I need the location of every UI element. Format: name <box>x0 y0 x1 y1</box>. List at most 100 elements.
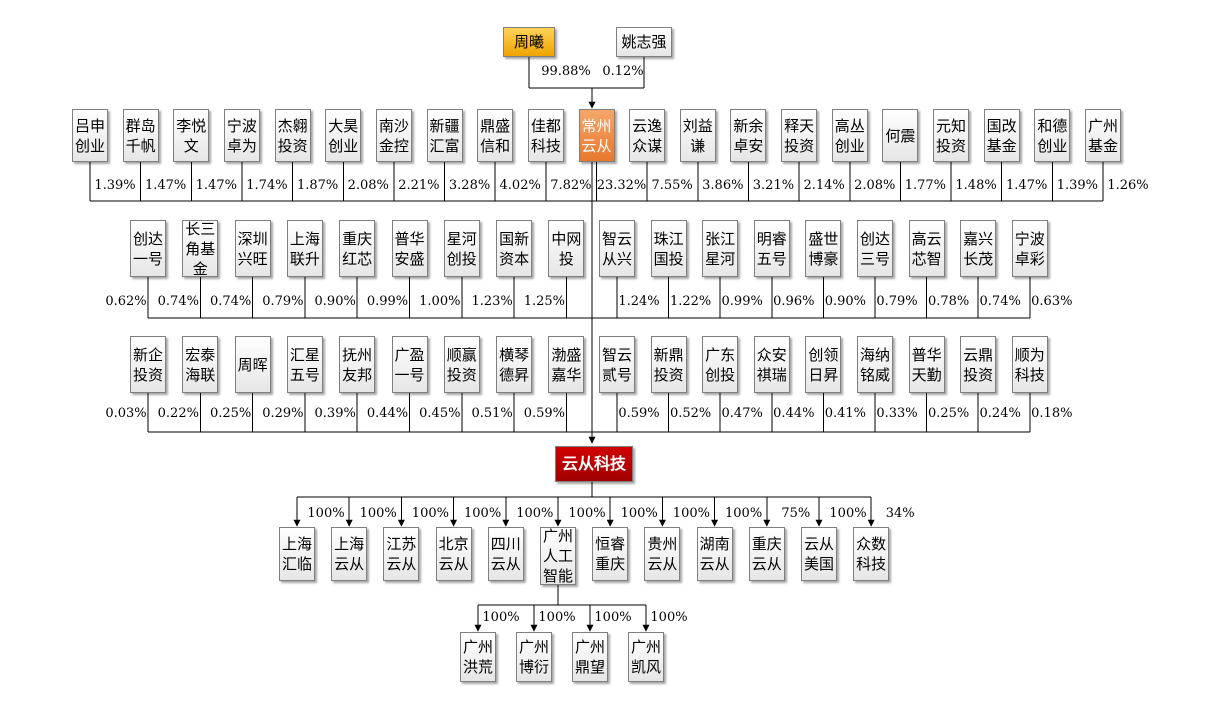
ownership-percentage: 1.87% <box>296 178 339 193</box>
entity-name: 杰翱 投资 <box>277 116 308 155</box>
sub-subsidiary-box: 广州 博衍 <box>516 632 552 682</box>
entity-name: 广州 凯风 <box>630 638 661 676</box>
entity-name: 宁波 卓彩 <box>1014 229 1045 268</box>
shareholder-box: 高云 芯智 <box>908 220 945 277</box>
ownership-percentage: 0.79% <box>262 294 304 309</box>
entity-name: 重庆 红芯 <box>342 229 373 268</box>
entity-name: 云从 美国 <box>803 535 834 573</box>
shareholder-box: 佳都 科技 <box>527 109 564 162</box>
ownership-percentage: 1.48% <box>955 178 997 193</box>
entity-name: 深圳 兴旺 <box>237 229 268 268</box>
entity-name: 明睿 五号 <box>756 229 787 268</box>
ownership-percentage: 0.99% <box>366 294 409 309</box>
shareholder-box: 周晖 <box>234 336 271 393</box>
ownership-percentage: 100% <box>568 506 606 521</box>
entity-name: 广州 鼎望 <box>574 638 605 676</box>
ownership-percentage: 4.02% <box>499 178 541 193</box>
sub-subsidiary-box: 广州 洪荒 <box>460 632 496 682</box>
shareholder-box: 和德 创业 <box>1034 109 1071 162</box>
ownership-percentage: 0.62% <box>105 294 147 309</box>
entity-name: 广州 基金 <box>1087 116 1118 155</box>
ownership-percentage: 100% <box>516 506 554 521</box>
shareholder-box: 周曦 <box>503 27 555 57</box>
entity-name: 横琴 德昇 <box>499 345 530 384</box>
entity-name: 上海 联升 <box>289 229 320 268</box>
entity-name: 周晖 <box>237 355 268 374</box>
entity-name: 智云 贰号 <box>601 345 632 384</box>
entity-name: 新余 卓安 <box>733 116 764 155</box>
ownership-percentage: 100% <box>482 610 520 625</box>
ownership-percentage: 0.22% <box>157 406 199 421</box>
shareholder-box: 创达 一号 <box>130 220 166 277</box>
sub-subsidiary-box: 广州 凯风 <box>628 632 664 682</box>
entity-name: 大昊 创业 <box>328 116 359 155</box>
ownership-percentage: 0.78% <box>927 294 970 309</box>
shareholder-box: 刘益 谦 <box>679 109 716 162</box>
entity-name: 广州 博衍 <box>518 638 549 676</box>
entity-name: 宁波 卓为 <box>226 116 257 155</box>
shareholder-box: 上海 联升 <box>286 220 323 277</box>
shareholder-box: 杰翱 投资 <box>274 109 311 162</box>
shareholder-box: 南沙 金控 <box>375 109 412 162</box>
shareholder-box: 嘉兴 长茂 <box>960 220 997 277</box>
entity-name: 新企 投资 <box>132 345 163 384</box>
entity-name: 重庆 云从 <box>751 535 782 573</box>
ownership-percentage: 100% <box>538 610 576 625</box>
ownership-percentage: 1.00% <box>419 294 461 309</box>
shareholder-box: 广州 基金 <box>1085 109 1121 162</box>
ownership-percentage: 2.14% <box>803 178 845 193</box>
ownership-percentage: 1.24% <box>618 294 660 309</box>
shareholder-box: 汇星 五号 <box>286 336 323 393</box>
entity-name: 广东 创投 <box>705 345 736 384</box>
shareholder-box: 鼎盛 信和 <box>477 109 514 162</box>
entity-name: 星河 创投 <box>446 229 477 268</box>
entity-name: 新疆 汇富 <box>429 116 460 155</box>
sub-subsidiary-box: 广州 鼎望 <box>572 632 608 682</box>
entity-name: 何震 <box>885 126 916 145</box>
entity-name: 众安 祺瑞 <box>756 345 787 384</box>
ownership-percentage: 100% <box>829 506 867 521</box>
shareholder-box: 海纳 铭威 <box>857 336 893 393</box>
ownership-percentage: 3.28% <box>448 178 491 193</box>
ownership-percentage: 100% <box>307 506 345 521</box>
entity-name: 顺赢 投资 <box>446 345 477 384</box>
subsidiary-box: 云从 美国 <box>801 527 837 581</box>
shareholder-box: 中网 投 <box>548 220 585 277</box>
shareholder-box: 李悦 文 <box>173 109 210 162</box>
entity-name: 上海 汇临 <box>281 535 312 573</box>
ownership-percentage: 34% <box>885 506 915 521</box>
entity-name: 南沙 金控 <box>378 116 409 155</box>
shareholder-box: 广东 创投 <box>702 336 739 393</box>
ownership-percentage: 2.21% <box>398 178 440 193</box>
ownership-percentage: 0.59% <box>523 406 566 421</box>
shareholder-box: 新疆 汇富 <box>426 109 463 162</box>
shareholder-box: 何震 <box>882 109 919 162</box>
shareholder-box: 智云 从兴 <box>599 220 635 277</box>
entity-name: 普华 安盛 <box>394 229 425 268</box>
entity-name: 周曦 <box>513 33 544 51</box>
subsidiary-box: 四川 云从 <box>487 527 524 581</box>
shareholder-box: 抚州 友邦 <box>339 336 376 393</box>
ownership-percentage: 0.39% <box>314 406 356 421</box>
entity-name: 创达 一号 <box>132 229 163 268</box>
shareholder-box: 星河 创投 <box>443 220 480 277</box>
ownership-percentage: 23.32% <box>596 178 647 193</box>
entity-name: 湖南 云从 <box>699 535 730 573</box>
shareholder-box: 创领 日昇 <box>805 336 842 393</box>
entity-name: 吕申 创业 <box>74 116 105 155</box>
shareholder-box: 常州 云从 <box>578 109 615 162</box>
entity-name: 佳都 科技 <box>530 116 561 155</box>
shareholder-box: 智云 贰号 <box>599 336 635 393</box>
entity-name: 张江 星河 <box>705 229 736 268</box>
ownership-percentage: 1.47% <box>144 178 187 193</box>
shareholder-box: 新企 投资 <box>130 336 166 393</box>
entity-name: 李悦 文 <box>176 116 207 155</box>
entity-name: 抚州 友邦 <box>342 345 373 384</box>
ownership-percentage: 0.74% <box>209 294 252 309</box>
entity-name: 高丛 创业 <box>834 116 865 155</box>
ownership-percentage: 0.18% <box>1031 406 1073 421</box>
ownership-percentage: 0.74% <box>979 294 1021 309</box>
ownership-percentage: 7.82% <box>550 178 592 193</box>
